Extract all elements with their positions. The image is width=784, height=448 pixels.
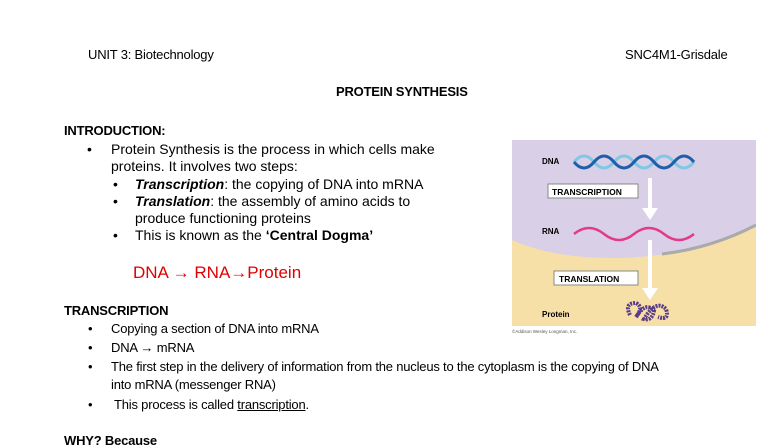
intro-heading: INTRODUCTION:: [64, 123, 166, 138]
label-transcription: TRANSCRIPTION: [552, 187, 622, 197]
transcription-bullet-4: This process is called transcription.: [114, 397, 309, 412]
label-dna: DNA: [542, 157, 560, 166]
transcription-bullet-2: DNA → mRNA: [111, 340, 195, 355]
dna-strand: [572, 154, 696, 170]
label-translation: TRANSLATION: [559, 274, 619, 284]
bullet: •: [88, 340, 93, 355]
transcription-def: Transcription: the copying of DNA into m…: [135, 176, 424, 192]
protein-chain: [626, 300, 669, 322]
protein-synthesis-figure: DNA TRANSCRIPTION RNA TRANSLATION Protei…: [512, 140, 756, 334]
rna-strand: [573, 226, 695, 242]
transcription-bullet-3b: into mRNA (messenger RNA): [111, 377, 276, 392]
bullet: •: [113, 193, 118, 209]
translation-def-2: produce functioning proteins: [135, 210, 311, 226]
bullet: •: [88, 321, 93, 336]
label-rna: RNA: [542, 227, 560, 236]
intro-text-2: proteins. It involves two steps:: [111, 158, 298, 174]
bullet: •: [113, 227, 118, 243]
bullet: •: [88, 397, 93, 412]
bullet: •: [113, 176, 118, 192]
page-title: PROTEIN SYNTHESIS: [336, 84, 468, 99]
nucleus: [512, 140, 756, 258]
figure-credit: ©Addison Wesley Longman, Inc.: [512, 328, 577, 334]
arrow-icon: [642, 288, 658, 300]
central-dogma: This is known as the ‘Central Dogma’: [135, 227, 374, 243]
arrow-icon: [642, 208, 658, 220]
header-unit: UNIT 3: Biotechnology: [88, 47, 214, 62]
central-dogma-flow: DNA → RNA→Protein: [133, 263, 302, 282]
transcription-bullet-3: The first step in the delivery of inform…: [111, 359, 659, 374]
intro-text-1: Protein Synthesis is the process in whic…: [111, 141, 435, 157]
translation-def: Translation: the assembly of amino acids…: [135, 193, 411, 209]
bullet: •: [88, 359, 93, 374]
transcription-bullet-1: Copying a section of DNA into mRNA: [111, 321, 319, 336]
bullet: •: [87, 141, 92, 157]
header-course: SNC4M1-Grisdale: [625, 47, 728, 62]
label-protein: Protein: [542, 310, 570, 319]
transcription-heading: TRANSCRIPTION: [64, 303, 169, 318]
